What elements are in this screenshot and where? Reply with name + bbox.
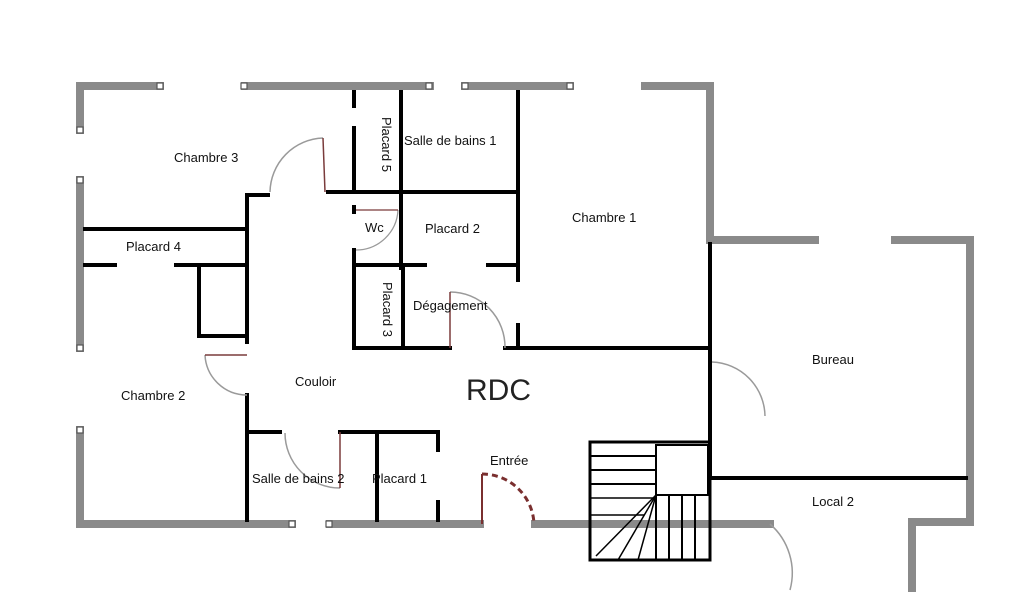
label-chambre-3: Chambre 3 bbox=[174, 150, 238, 165]
label-chambre-2: Chambre 2 bbox=[121, 388, 185, 403]
label-wc: Wc bbox=[365, 220, 384, 235]
wall-end-markers bbox=[76, 82, 574, 528]
outer-walls bbox=[76, 82, 974, 592]
label-placard-2: Placard 2 bbox=[425, 221, 480, 236]
label-couloir: Couloir bbox=[295, 374, 337, 389]
plan-title: RDC bbox=[466, 374, 531, 407]
label-placard-4: Placard 4 bbox=[126, 239, 181, 254]
label-placard-5: Placard 5 bbox=[379, 117, 394, 172]
label-bureau: Bureau bbox=[812, 352, 854, 367]
label-entree: Entrée bbox=[490, 453, 528, 468]
label-salle-de-bains-1: Salle de bains 1 bbox=[404, 133, 497, 148]
label-salle-de-bains-2: Salle de bains 2 bbox=[252, 471, 345, 486]
label-local-2: Local 2 bbox=[812, 494, 854, 509]
inner-walls bbox=[83, 90, 968, 522]
staircase bbox=[588, 440, 712, 562]
label-degagement: Dégagement bbox=[413, 298, 488, 313]
label-placard-3: Placard 3 bbox=[380, 282, 395, 337]
label-chambre-1: Chambre 1 bbox=[572, 210, 636, 225]
doors bbox=[204, 137, 793, 591]
label-placard-1: Placard 1 bbox=[372, 471, 427, 486]
